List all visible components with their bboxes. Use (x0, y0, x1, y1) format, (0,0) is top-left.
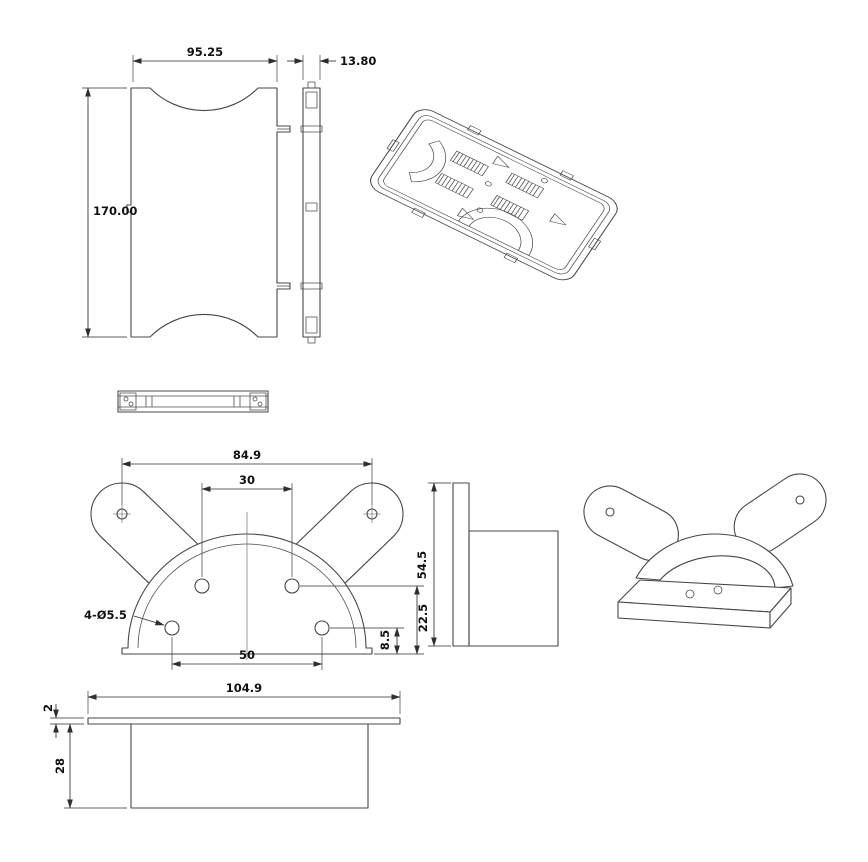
dim-tray-height-label: 170.00 (93, 204, 137, 218)
dim-base-height-label: 28 (53, 758, 67, 774)
base-profile-dimensions: 104.9 2 28 (41, 681, 401, 809)
dim-bracket-lower-hole-height-label: 8.5 (378, 630, 392, 650)
tray-top-view (117, 390, 269, 413)
dim-base-width-label: 104.9 (226, 681, 262, 695)
dim-tray-width-label: 95.25 (187, 45, 223, 59)
dim-bracket-lower-holes-label: 50 (239, 648, 255, 662)
bracket-hole-note-label: 4-Ø5.5 (84, 608, 127, 622)
dim-bracket-upper-hole-height-label: 22.5 (416, 604, 430, 632)
dim-tray-depth-label: 13.80 (340, 54, 376, 68)
tray-side-dimensions: 13.80 (287, 54, 376, 80)
dim-base-flange-label: 2 (41, 704, 55, 712)
bracket-side-dimensions: 54.5 (415, 482, 451, 647)
tray-front-view (126, 87, 291, 338)
bracket-isometric-view (583, 473, 827, 629)
tray-side-view (300, 81, 323, 344)
dim-bracket-depth-label: 54.5 (415, 551, 429, 579)
bracket-front-dimensions: 84.9 30 50 22.5 8.5 4-Ø5.5 (84, 448, 430, 670)
base-profile-view (87, 717, 401, 809)
bracket-side-view (452, 482, 559, 647)
tray-isometric-view (370, 109, 618, 281)
tray-front-dimensions: 95.25 170.00 (82, 45, 278, 338)
dim-bracket-width-label: 84.9 (233, 448, 261, 462)
bracket-front-view (90, 482, 404, 660)
dim-bracket-upper-holes-label: 30 (239, 473, 255, 487)
